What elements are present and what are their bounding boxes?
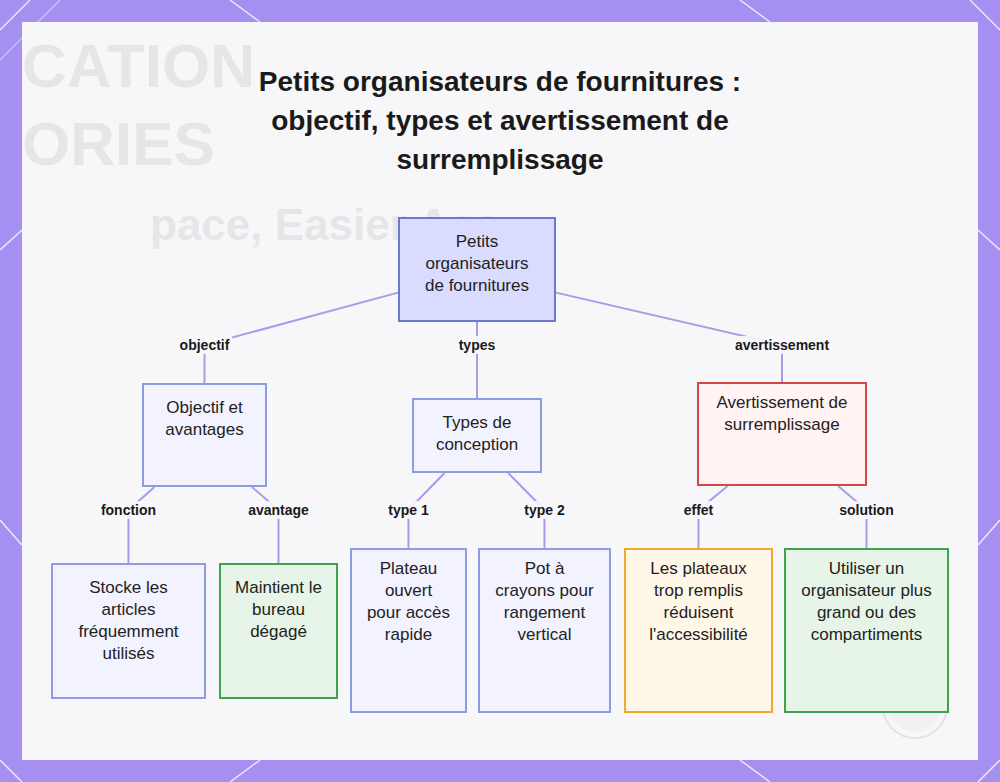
root-box: Petits organisateurs de fournitures [398,217,556,322]
box-text: Utiliser un organisateur plus grand ou d… [800,558,933,646]
edge-label: type 2 [521,501,567,519]
edge-label: type 1 [385,501,431,519]
box-text: Types de conception [426,412,528,456]
watermark-text: CATION [22,30,255,101]
box-text: Maintient le bureau dégagé [233,577,324,643]
box-text: Plateau ouvert pour accès rapide [366,558,451,646]
edge-label: effet [681,501,717,519]
concept-box: Plateau ouvert pour accès rapide [350,548,467,713]
box-text: Petits organisateurs de fournitures [418,231,536,297]
box-text: Objectif et avantages [156,397,253,441]
concept-box: Stocke les articles fréquemment utilisés [51,563,206,699]
diagram-title: Petits organisateurs de fournitures : ob… [230,62,770,179]
edge-label: objectif [177,336,233,354]
concept-box: Les plateaux trop remplis réduisent l'ac… [624,548,773,713]
box-text: Stocke les articles fréquemment utilisés [65,577,192,665]
connector-line [252,487,279,563]
box-text: Avertissement de surremplissage [713,392,851,436]
concept-box: Maintient le bureau dégagé [219,563,338,699]
box-text: Les plateaux trop remplis réduisent l'ac… [638,558,759,646]
edge-label: types [456,336,499,354]
concept-box: Objectif et avantages [142,383,267,487]
concept-box: Pot à crayons pour rangement vertical [478,548,611,713]
concept-box: Utiliser un organisateur plus grand ou d… [784,548,949,713]
connector-line [129,487,155,563]
concept-box: Avertissement de surremplissage [697,382,867,486]
edge-label: solution [836,501,896,519]
edge-label: avantage [245,501,312,519]
edge-label: fonction [98,501,159,519]
connector-line [205,293,399,383]
watermark-text: ORIES [22,108,215,179]
connector-line [477,322,478,398]
edge-label: avertissement [732,336,832,354]
concept-box: Types de conception [412,398,542,473]
box-text: Pot à crayons pour rangement vertical [494,558,595,646]
